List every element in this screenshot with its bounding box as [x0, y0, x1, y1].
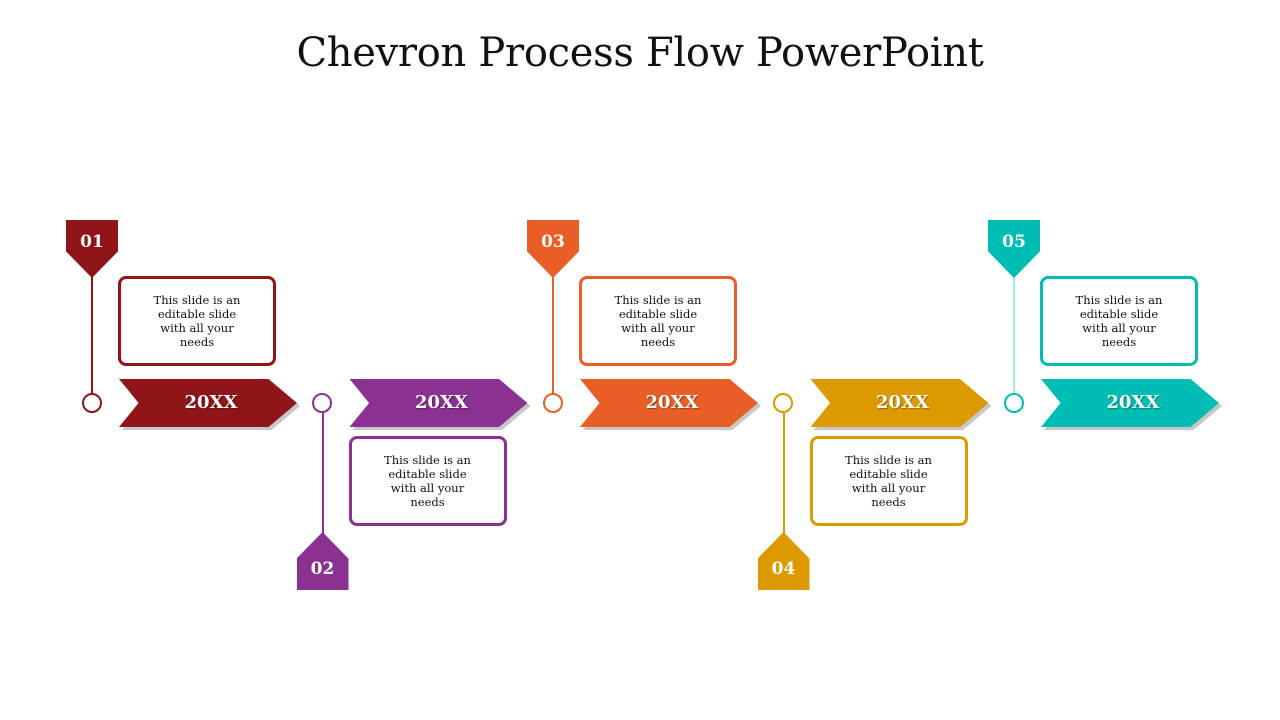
chevron-year-label: 20XX [876, 392, 929, 413]
chevron-arrow [349, 379, 528, 427]
step-description-box: This slide is an editable slide with all… [579, 276, 737, 366]
timeline-node [542, 393, 563, 413]
slide-title: Chevron Process Flow PowerPoint [296, 30, 984, 76]
chevron-year-label: 20XX [645, 392, 699, 413]
timeline-node [773, 393, 793, 413]
connector-line [1013, 272, 1015, 395]
step-number-tag: 02 [296, 532, 349, 590]
step-number-tag: 01 [66, 220, 118, 278]
chevron-year-label: 20XX [1106, 392, 1160, 413]
connector-line [552, 272, 554, 395]
step-number-tag: 04 [757, 532, 810, 590]
step-number-tag: 03 [527, 220, 579, 278]
step-number-tag: 05 [988, 220, 1040, 278]
step-description-box: This slide is an editable slide with all… [118, 276, 276, 366]
connector-line [782, 413, 785, 535]
step-description-box: This slide is an editable slide with all… [348, 436, 507, 526]
connector-line [321, 413, 324, 535]
chevron-year-label: 20XX [184, 392, 238, 413]
chevron-arrow [1041, 379, 1219, 427]
timeline-node [1003, 393, 1024, 413]
timeline-node [312, 393, 332, 413]
timeline-node [81, 393, 102, 413]
step-description-box: This slide is an editable slide with all… [809, 436, 968, 526]
chevron-year-label: 20XX [415, 392, 468, 413]
chevron-arrow [119, 379, 297, 427]
chevron-arrow [810, 379, 989, 427]
step-description-box: This slide is an editable slide with all… [1040, 276, 1198, 366]
chevron-arrow [580, 379, 758, 427]
connector-line [91, 272, 93, 395]
